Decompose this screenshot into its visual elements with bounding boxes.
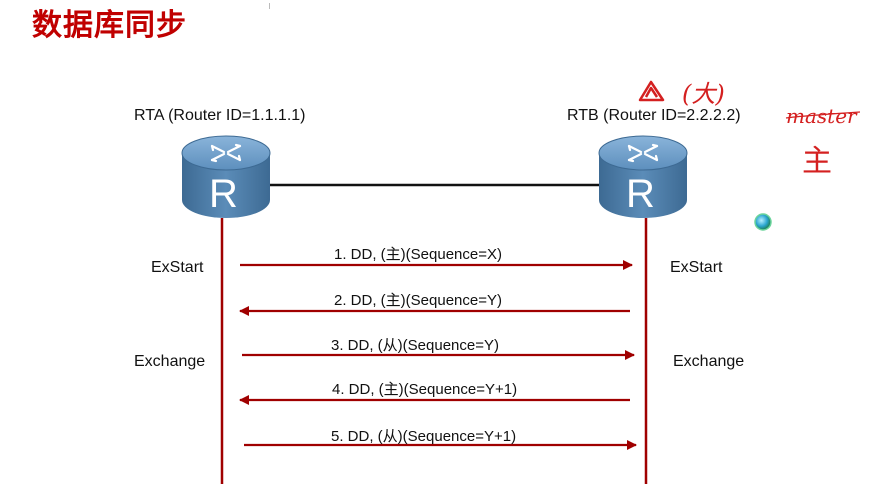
annotation-master: master [786, 104, 857, 128]
rtb-router-icon [598, 135, 688, 218]
rta-state-exchange: Exchange [134, 353, 206, 370]
rta-router-icon [181, 135, 271, 218]
rta-state-exstart: ExStart [151, 259, 204, 276]
cursor-dot-icon [754, 213, 772, 231]
master-underline [785, 111, 861, 119]
rtb-label: RTB (Router ID=2.2.2.2) [567, 107, 741, 124]
annotation-big: (大) [682, 80, 725, 108]
divider-mark [269, 3, 270, 9]
message-label-1: 1. DD, (主)(Sequence=X) [334, 246, 502, 263]
rta-label: RTA (Router ID=1.1.1.1) [134, 107, 306, 124]
annotation-master-cn: 主 [802, 144, 832, 179]
rta-router-letter: R [209, 172, 238, 216]
message-label-4: 4. DD, (主)(Sequence=Y+1) [332, 381, 518, 398]
message-label-3: 3. DD, (从)(Sequence=Y) [331, 337, 499, 354]
rtb-state-exstart: ExStart [670, 259, 723, 276]
page-title: 数据库同步 [32, 8, 187, 43]
triangle-annotation-icon [638, 80, 665, 102]
message-label-2: 2. DD, (主)(Sequence=Y) [334, 292, 502, 309]
message-label-5: 5. DD, (从)(Sequence=Y+1) [331, 428, 517, 445]
rtb-router-letter: R [626, 172, 655, 216]
rtb-state-exchange: Exchange [673, 353, 745, 370]
